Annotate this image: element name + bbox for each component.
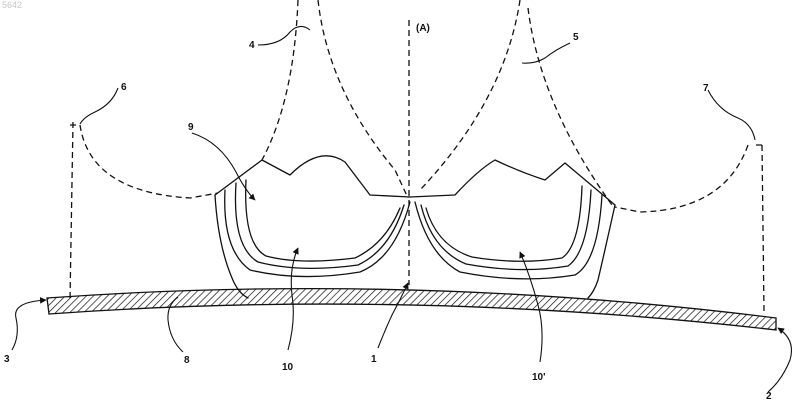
body-wall-section [47,289,776,330]
label-8: 8 [184,355,190,366]
leader-3 [12,300,46,350]
label-2: 2 [766,391,772,402]
right-cup [410,160,615,298]
label-1: 1 [371,354,377,365]
left-band-outline [80,125,218,198]
leader-5 [522,43,570,63]
label-10-prime: 10' [532,372,546,383]
label-6: 6 [121,82,127,93]
right-band-outline [615,145,748,212]
label-5: 5 [573,32,579,43]
axis-label-a: (A) [416,23,430,34]
leader-7 [708,90,755,140]
right-band-side [756,145,764,312]
right-cup-layer-3 [426,186,582,261]
leader-4 [258,26,310,45]
right-strap-outline [420,0,612,205]
label-10: 10 [282,362,294,373]
label-3: 3 [4,354,10,365]
leader-2 [768,328,792,392]
leader-6 [80,88,118,124]
corner-id-text: 5642 [2,0,22,10]
left-strap-outline [262,0,408,198]
label-7: 7 [703,83,709,94]
label-9: 9 [188,122,194,133]
right-cup-layer-2 [421,190,591,270]
right-cup-top-edge [410,160,615,205]
left-band-side [70,122,78,300]
left-cup [215,156,410,298]
left-cup-layer-3 [246,180,400,261]
left-cup-top-edge [215,156,410,197]
garment-dashed-outline [70,0,764,312]
right-cup-layer-1 [415,195,602,279]
left-cup-layer-1 [225,190,410,277]
label-4: 4 [249,40,255,51]
